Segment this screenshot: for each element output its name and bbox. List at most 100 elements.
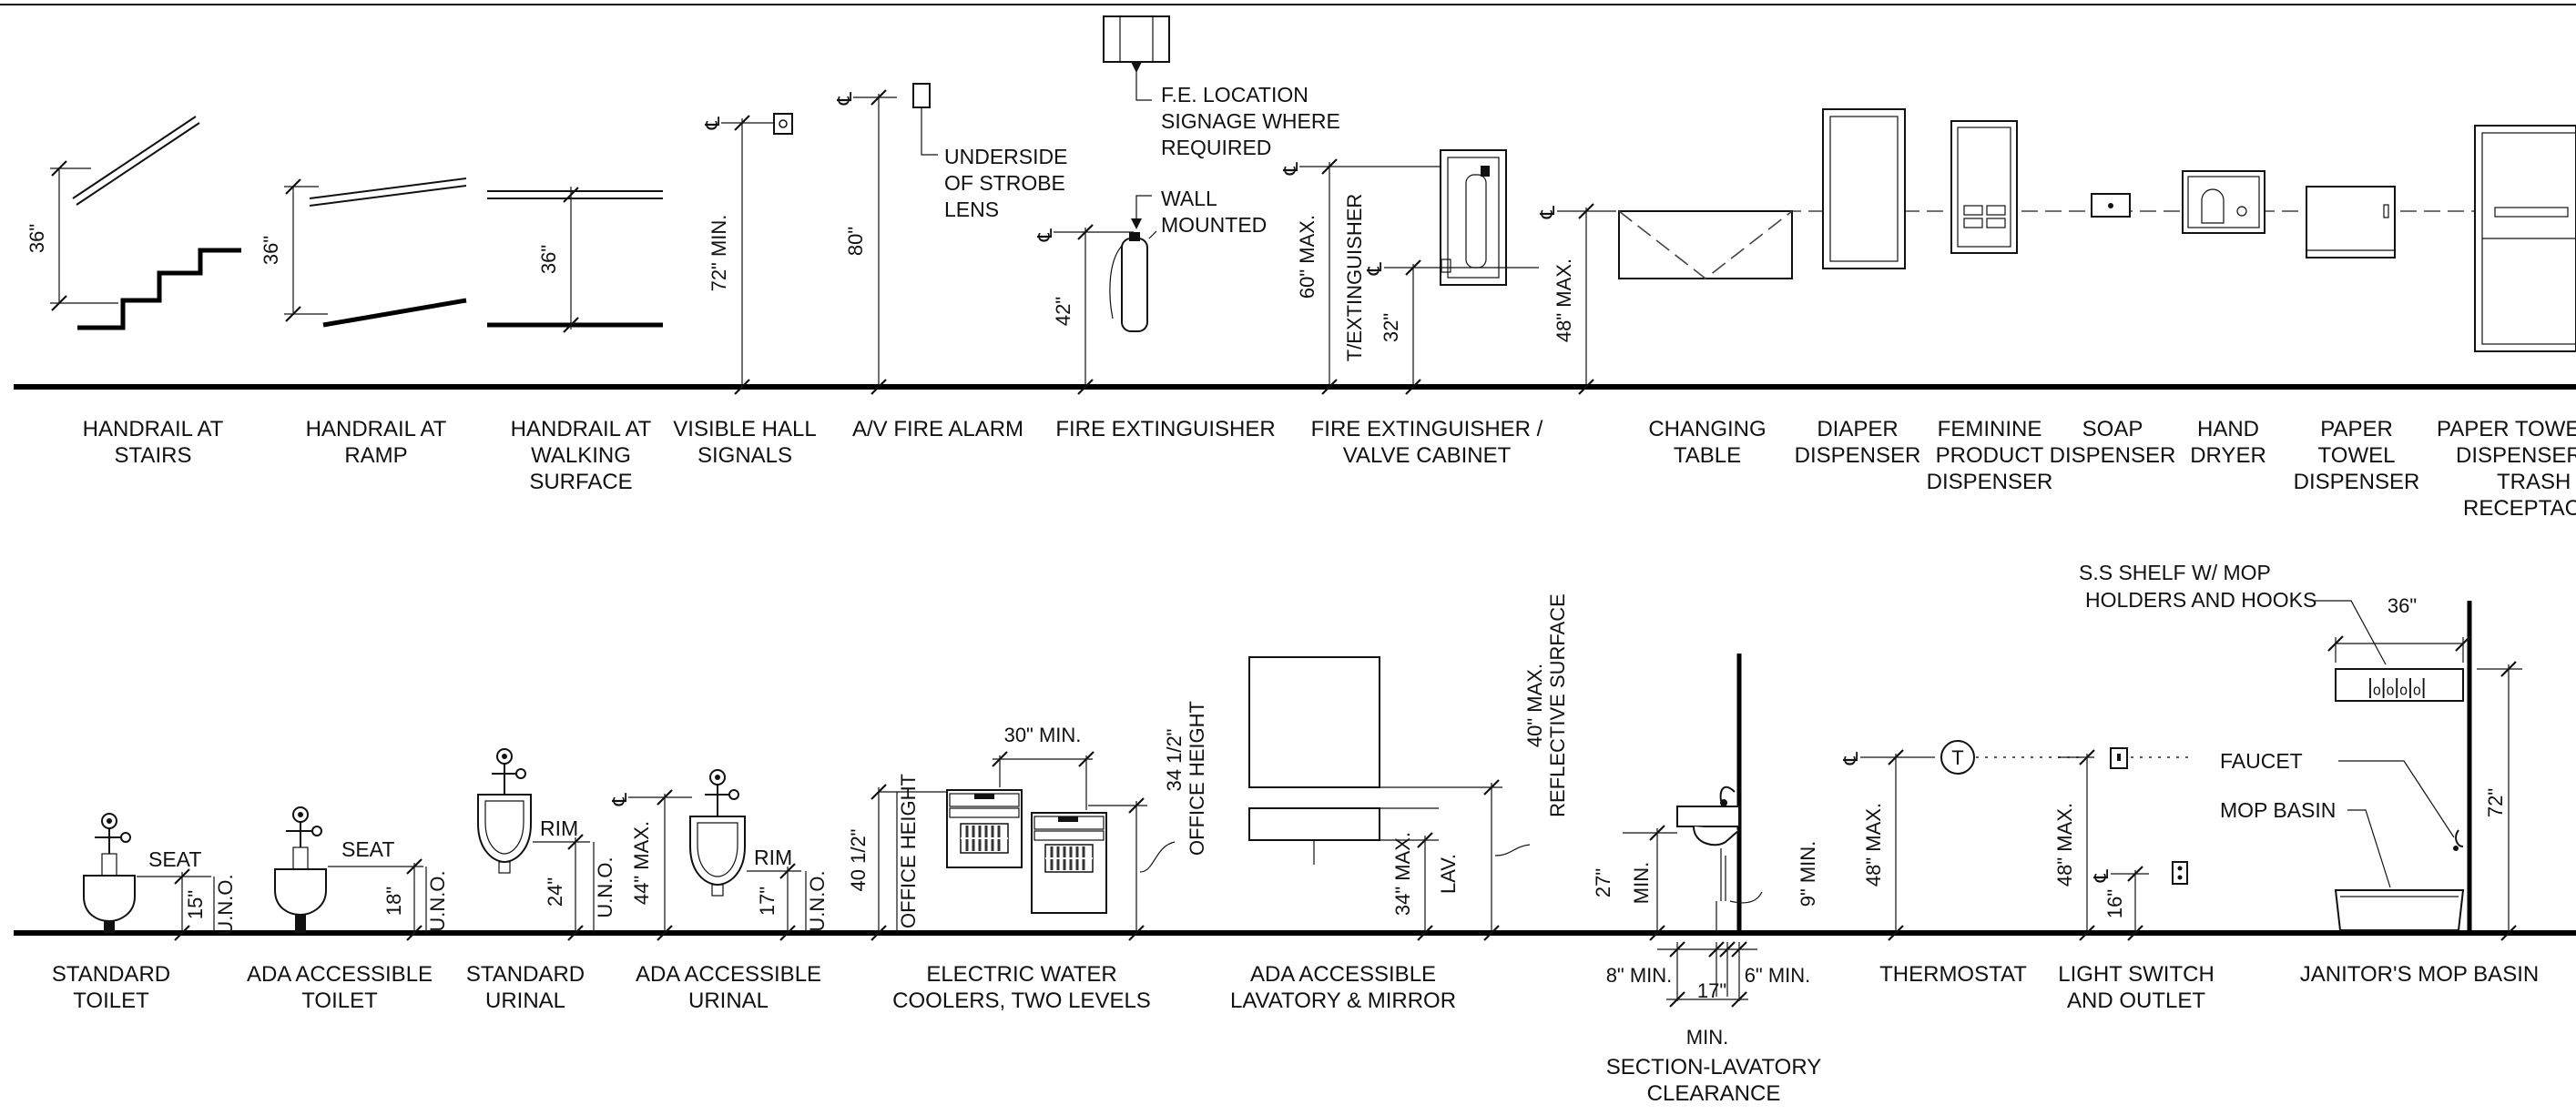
label-paper-towel-trash-3: TRASH [2497,470,2571,494]
note-office-height-1: OFFICE HEIGHT [897,774,920,928]
label-paper-towel-1: PAPER [2320,417,2393,441]
note-wall-mounted-2: MOUNTED [1161,213,1267,237]
label-thermostat: THERMOSTAT [1879,962,2027,987]
label-handrail-stairs-1: HANDRAIL AT [83,417,224,441]
ada-urinal-drawing: ℄ 44" MAX. RIM 17" U.N.O. [608,769,829,942]
centerline-symbol: ℄ [1279,161,1302,176]
handrail-walking-drawing: 36" [487,186,663,334]
light-switch-drawing: 48" MAX. ℄ 16" [2053,747,2194,942]
label-soap-2: DISPENSER [2050,443,2176,468]
dim-72-min: 72" MIN. [708,215,730,292]
dim-34-half: 34 1/2" [1163,729,1186,792]
section-lavatory-drawing: 27" MIN. 9" MIN. 8" MIN. 17" 6" MIN. MIN… [1592,654,1819,1049]
label-soap-1: SOAP [2082,417,2143,441]
label-hand-dryer-2: DRYER [2190,443,2266,468]
dim-15: 15" [184,890,207,919]
grille-low [1044,844,1094,873]
dim-9-min: 9" MIN. [1797,841,1819,907]
label-ada-toilet-1: ADA ACCESSIBLE [247,962,433,987]
centerline-symbol: ℄ [1033,228,1056,242]
label-section-lav-2: CLEARANCE [1647,1081,1781,1106]
note-seat-ada: SEAT [341,837,394,861]
note-uno-1: U.N.O. [214,874,237,935]
standard-urinal-drawing: RIM 24" U.N.O. [477,748,616,942]
label-hand-dryer-1: HAND [2197,417,2259,441]
dim-72: 72" [2484,788,2507,817]
dim-17: 17" [756,887,779,916]
dim-36-ramp: 36" [260,236,282,265]
ada-toilet-drawing: SEAT 18" U.N.O. [274,806,449,942]
dim-36-shelf: 36" [2388,594,2417,617]
label-av-fire-alarm: A/V FIRE ALARM [852,417,1023,441]
mop-holders-glyph: |ₒ|ₒ|ₒ|ₒ| [2367,674,2427,698]
label-handrail-ramp-1: HANDRAIL AT [306,417,447,441]
note-seat-std: SEAT [148,847,201,871]
dim-16: 16" [2103,889,2126,918]
label-std-urinal-2: URINAL [485,988,565,1013]
dim-60-max: 60" MAX. [1296,215,1319,299]
label-feminine-2: PRODUCT [1936,443,2044,468]
dim-42: 42" [1052,297,1074,326]
changing-table-drawing [1618,210,1793,280]
dim-48-max-thermostat: 48" MAX. [1862,803,1885,887]
paper-towel-trash-drawing [2474,125,2576,352]
label-changing-table-1: CHANGING [1648,417,1766,441]
note-fe-location-1: F.E. LOCATION [1161,83,1308,106]
centerline-symbol: ℄ [608,792,631,806]
note-uno-2: U.N.O. [426,870,449,931]
label-handrail-walking-2: WALKING [531,443,631,468]
label-lavatory-mirror-2: LAVATORY & MIRROR [1230,988,1456,1013]
dim-44-max: 44" MAX. [630,821,653,905]
fe-valve-cabinet-drawing: ℄ 60" MAX. T/EXTINGUISHER ℄ 32" [1279,149,1539,396]
label-visible-hall-1: VISIBLE HALL [673,417,816,441]
label-section-lav-1: SECTION-LAVATORY [1606,1055,1822,1080]
note-min-section: MIN. [1686,1026,1728,1049]
note-strobe-3: LENS [944,198,999,221]
label-handrail-ramp-2: RAMP [344,443,407,468]
standard-toilet-drawing: SEAT 15" U.N.O. [83,813,237,942]
centerline-symbol: ℄ [833,91,856,106]
note-mop-basin: MOP BASIN [2220,798,2336,822]
label-water-coolers-2: COOLERS, TWO LEVELS [892,988,1151,1013]
centerline-symbol: ℄ [701,116,724,130]
note-reflective-2: REFLECTIVE SURFACE [1546,593,1569,817]
note-wall-mounted-1: WALL [1161,187,1217,210]
label-paper-towel-2: TOWEL [2318,443,2396,468]
note-t-extinguisher: T/EXTINGUISHER [1343,194,1366,362]
note-shelf-2: HOLDERS AND HOOKS [2085,588,2316,612]
label-ada-toilet-2: TOILET [301,988,378,1013]
soap-dispenser-drawing [2091,193,2131,218]
label-paper-towel-trash-4: RECEPTACLE [2463,496,2576,521]
dim-36-walking: 36" [537,245,560,274]
dim-48-max-switch: 48" MAX. [2053,803,2076,887]
visible-hall-signals-drawing: ℄ 72" MIN. [701,113,793,396]
dim-48-max-accessories: 48" MAX. [1553,258,1575,342]
label-diaper-1: DIAPER [1817,417,1898,441]
diaper-dispenser-drawing [1822,108,1906,269]
centerline-symbol: ℄ [1839,751,1862,765]
label-changing-table-2: TABLE [1674,443,1741,468]
dim-32: 32" [1380,313,1402,342]
handrail-ramp-drawing: 36" [260,177,467,328]
dim-40-half: 40 1/2" [847,829,870,892]
label-water-coolers-1: ELECTRIC WATER [926,962,1116,987]
label-feminine-3: DISPENSER [1927,470,2053,494]
label-paper-towel-trash-1: PAPER TOWEL [2437,417,2576,441]
label-visible-hall-2: SIGNALS [697,443,792,468]
dim-17-section: 17" [1697,979,1726,1002]
note-strobe-2: OF STROBE [944,171,1065,195]
paper-towel-dispenser-drawing [2306,186,2396,258]
label-handrail-walking-3: SURFACE [529,470,632,494]
note-uno-4: U.N.O. [806,870,829,931]
centerline-symbol: ℄ [1363,261,1386,276]
label-ada-urinal-2: URINAL [688,988,769,1013]
mop-basin-drawing: |ₒ|ₒ|ₒ|ₒ| 36" S.S SHELF W/ MOP HOLDERS A… [2079,561,2522,942]
feminine-dispenser-drawing [1950,120,2018,254]
lavatory-mirror-drawing: 34" MAX. LAV. 40" MAX. REFLECTIVE SURFAC… [1248,593,1569,942]
hand-dryer-drawing [2182,170,2265,234]
note-fe-location-3: REQUIRED [1161,136,1271,159]
label-std-toilet-2: TOILET [73,988,149,1013]
bottom-row-labels: STANDARD TOILET ADA ACCESSIBLE TOILET ST… [52,962,2539,1106]
top-row-labels: HANDRAIL AT STAIRS HANDRAIL AT RAMP HAND… [83,417,2576,521]
